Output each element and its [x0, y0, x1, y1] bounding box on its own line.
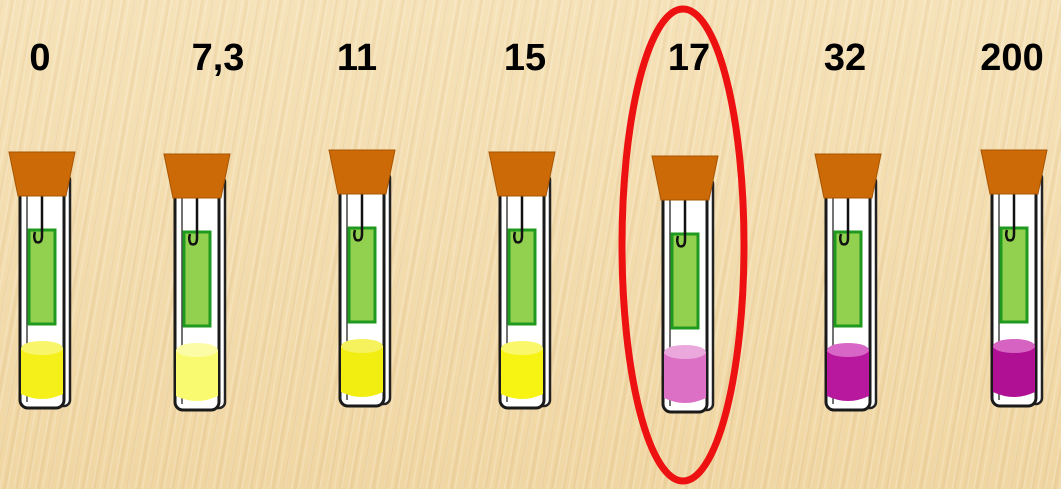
indicator-strip-icon	[184, 232, 210, 326]
concentration-labels: 0 7,3 11 15 17 32 200	[29, 37, 1043, 79]
test-tube-icon	[489, 152, 555, 408]
test-tubes	[9, 150, 1047, 412]
test-tube-icon	[164, 154, 230, 410]
test-tube-icon	[652, 156, 718, 412]
concentration-label-2: 11	[337, 37, 377, 79]
cork-icon	[164, 154, 230, 198]
indicator-strip-icon	[29, 230, 55, 324]
cork-icon	[652, 156, 718, 200]
concentration-label-6: 200	[980, 37, 1043, 79]
liquid	[21, 341, 63, 399]
concentration-label-5: 32	[824, 37, 866, 79]
indicator-strip-icon	[672, 234, 698, 328]
concentration-label-1: 7,3	[192, 37, 245, 79]
cork-icon	[9, 152, 75, 196]
indicator-strip-icon	[349, 228, 375, 322]
concentration-label-4: 17	[668, 37, 710, 79]
liquid	[341, 339, 383, 397]
concentration-label-3: 15	[504, 37, 546, 79]
liquid	[827, 343, 869, 401]
cork-icon	[815, 154, 881, 198]
liquid	[501, 341, 543, 399]
indicator-strip-icon	[1001, 228, 1027, 322]
test-tube-icon	[981, 150, 1047, 406]
indicator-strip-icon	[509, 230, 535, 324]
concentration-label-0: 0	[29, 37, 50, 79]
cork-icon	[329, 150, 395, 194]
cork-icon	[981, 150, 1047, 194]
cork-icon	[489, 152, 555, 196]
test-tube-icon	[9, 152, 75, 408]
liquid	[993, 339, 1035, 397]
liquid	[664, 345, 706, 403]
test-tube-icon	[329, 150, 395, 406]
liquid	[176, 343, 218, 401]
test-tube-icon	[815, 154, 881, 410]
indicator-strip-icon	[835, 232, 861, 326]
